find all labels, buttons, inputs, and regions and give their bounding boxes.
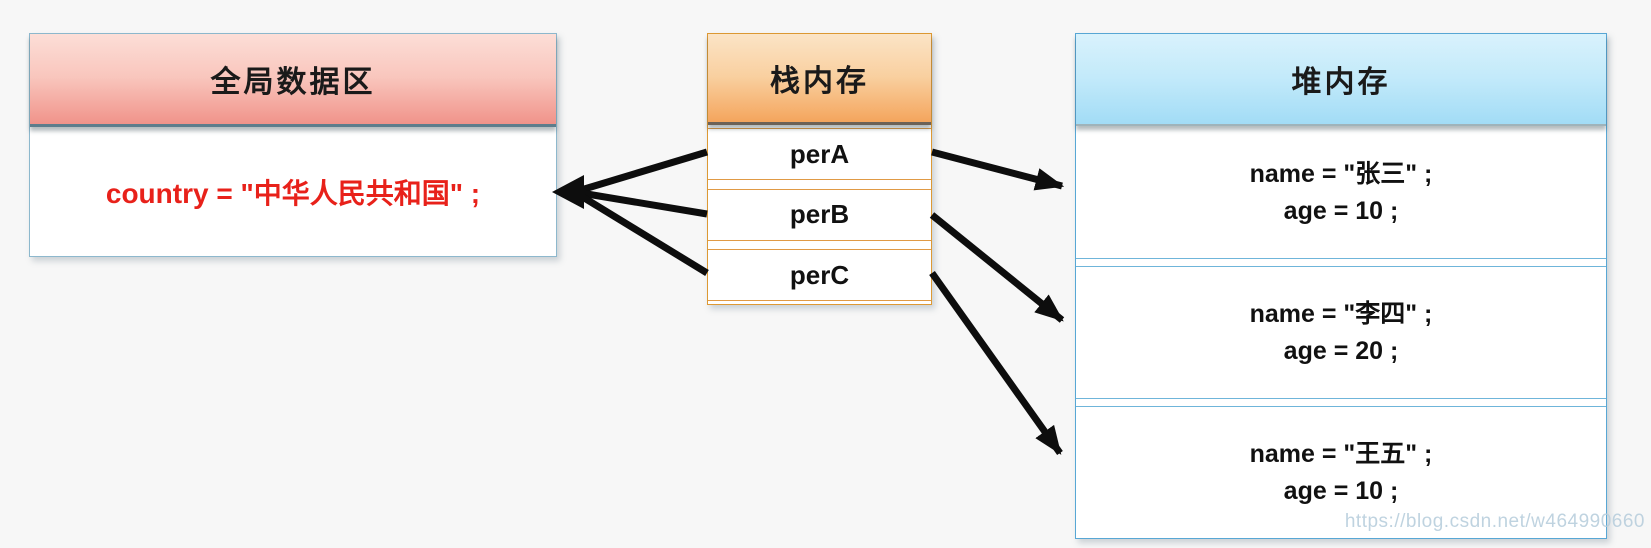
heap-memory-header: 堆内存 [1076,34,1606,126]
csdn-watermark: https://blog.csdn.net/w464990660 [1344,511,1645,532]
arrow-pera-to-heap1 [931,148,1065,191]
stack-variable-pera: perA [708,128,931,180]
arrow-perc-to-heap3 [929,270,1063,456]
global-data-box: 全局数据区 country = "中华人民共和国" ; [29,33,557,257]
stack-variable-perc: perC [708,249,931,301]
heap-object-1-name: name = "张三" ; [1249,159,1433,188]
stack-memory-box: 栈内存 perA perB perC [707,33,932,305]
global-country-value: country = "中华人民共和国" ; [105,177,481,209]
global-data-title: 全局数据区 [210,66,376,99]
stack-memory-header: 栈内存 [708,34,931,125]
arrow-pera-to-global [579,148,709,194]
heap-object-3-age: age = 10 ; [1283,476,1399,505]
stack-memory-title: 栈内存 [770,65,869,98]
heap-object-2: name = "李四" ; age = 20 ; [1076,266,1606,399]
arrow-perb-to-global [580,189,708,218]
stack-rows: perA perB perC [708,125,931,304]
heap-object-1: name = "张三" ; age = 10 ; [1076,127,1606,259]
global-data-header: 全局数据区 [30,34,556,127]
heap-object-2-name: name = "李四" ; [1249,299,1433,328]
global-data-body: country = "中华人民共和国" ; [30,127,556,256]
heap-memory-title: 堆内存 [1291,66,1391,99]
heap-sections: name = "张三" ; age = 10 ; name = "李四" ; a… [1076,126,1606,538]
arrow-perb-to-heap2 [929,212,1065,323]
heap-object-1-age: age = 10 ; [1283,196,1399,225]
heap-object-3-name: name = "王五" ; [1249,439,1433,468]
stack-variable-perb: perB [708,188,931,241]
arrow-perc-to-global [579,193,709,276]
heap-memory-box: 堆内存 name = "张三" ; age = 10 ; name = "李四"… [1075,33,1607,539]
heap-object-2-age: age = 20 ; [1283,336,1399,365]
heap-object-3: name = "王五" ; age = 10 ; [1076,406,1606,538]
